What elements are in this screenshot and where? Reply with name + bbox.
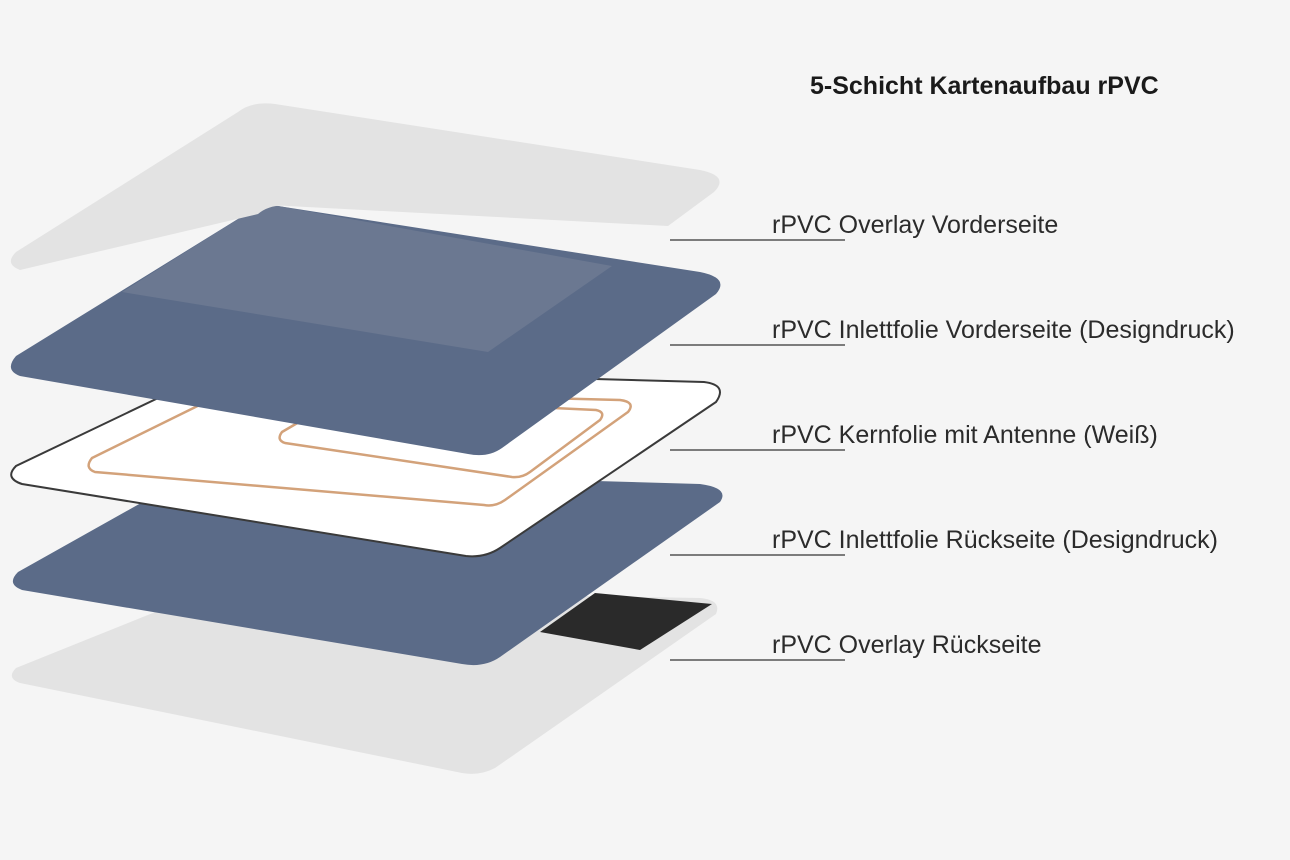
layer-overlay-back bbox=[11, 589, 718, 774]
layer-inlet-front bbox=[10, 205, 721, 456]
layer-overlay-back-sheet bbox=[11, 589, 718, 774]
diagram-title: 5-Schicht Kartenaufbau rPVC bbox=[810, 72, 1159, 100]
layer-overlay-front bbox=[10, 103, 720, 270]
antenna-outer-loop bbox=[87, 388, 632, 507]
layer-overlay-front-sheet bbox=[10, 103, 720, 270]
leader-lines bbox=[670, 239, 845, 661]
layer-inlet-front-highlight bbox=[122, 205, 612, 352]
label-inlet-back: rPVC Inlettfolie Rückseite (Designdruck) bbox=[772, 526, 1218, 554]
antenna-inner-loop bbox=[278, 396, 604, 479]
magnetic-stripe bbox=[540, 593, 712, 650]
label-inlet-front: rPVC Inlettfolie Vorderseite (Designdruc… bbox=[772, 316, 1235, 344]
label-overlay-front: rPVC Overlay Vorderseite bbox=[772, 211, 1058, 239]
label-overlay-back: rPVC Overlay Rückseite bbox=[772, 631, 1042, 659]
label-core: rPVC Kernfolie mit Antenne (Weiß) bbox=[772, 421, 1158, 449]
